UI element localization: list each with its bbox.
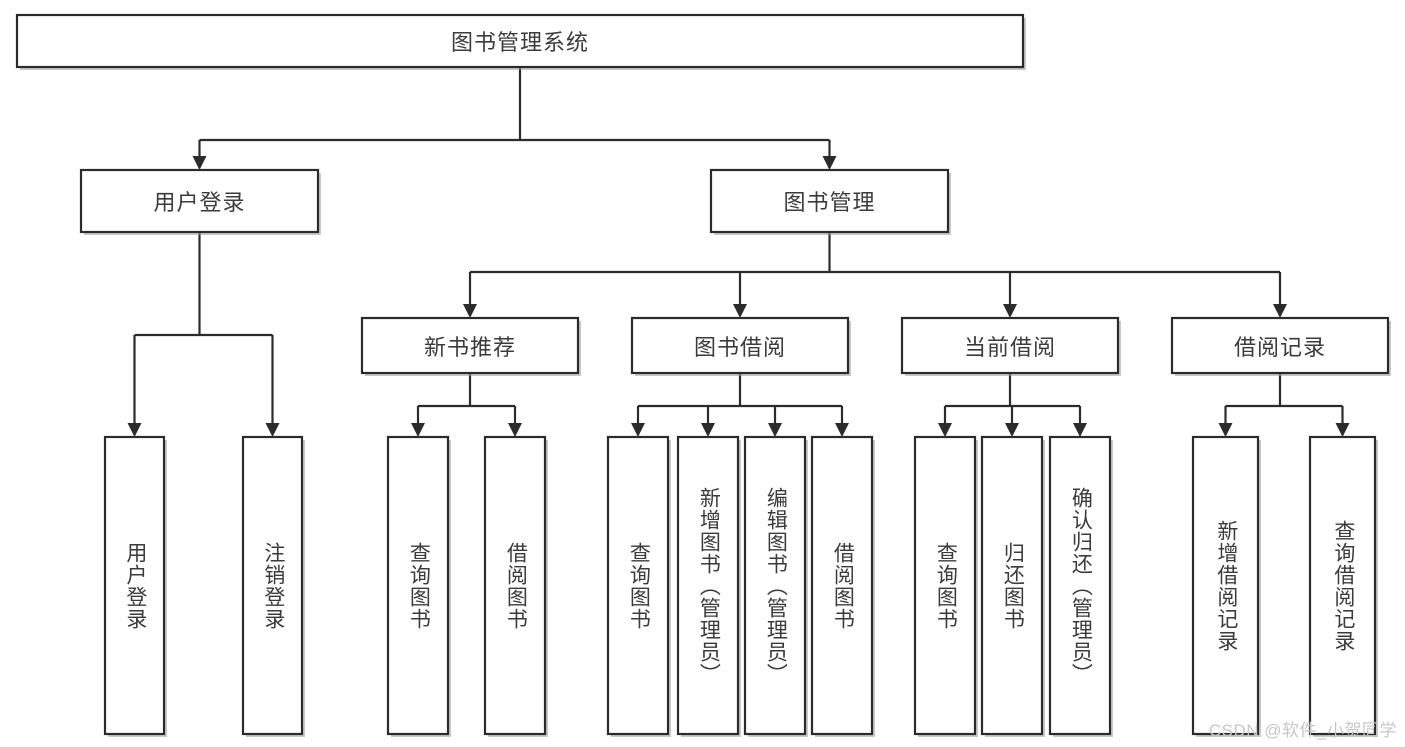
node-leaf-1[interactable] [241,435,304,736]
node-leaf-8[interactable] [913,435,977,736]
node-level2-1[interactable] [709,168,950,234]
node-root[interactable] [15,13,1025,69]
node-leaf-10[interactable] [1048,435,1112,736]
arrow-head-icon [768,423,782,437]
node-level3-0[interactable] [360,316,580,375]
arrow-head-icon [265,423,280,437]
node-leaf-3[interactable] [483,435,547,736]
node-leaf-0[interactable] [103,435,166,736]
node-leaf-7[interactable] [810,435,874,736]
node-leaf-5[interactable] [676,435,740,736]
arrow-head-icon [733,304,747,318]
arrow-head-icon [1005,423,1019,437]
arrow-head-icon [631,423,645,437]
node-leaf-2[interactable] [386,435,450,736]
node-leaf-9[interactable] [980,435,1044,736]
node-leaf-6[interactable] [743,435,807,736]
node-level2-0[interactable] [79,168,320,234]
arrow-head-icon [1335,423,1350,437]
node-level3-1[interactable] [630,316,850,375]
arrow-head-icon [192,156,207,170]
arrow-head-icon [701,423,715,437]
node-level3-3[interactable] [1170,316,1390,375]
node-leaf-12[interactable] [1308,435,1377,736]
node-leaf-11[interactable] [1191,435,1260,736]
arrow-head-icon [1273,304,1287,318]
arrow-head-icon [508,423,522,437]
arrow-head-icon [822,156,837,170]
arrow-head-icon [411,423,425,437]
connectors-layer [127,67,1350,437]
arrow-head-icon [1218,423,1233,437]
boxes-layer [15,13,1391,737]
arrow-head-icon [1003,304,1017,318]
arrow-head-icon [938,423,952,437]
arrow-head-icon [463,304,477,318]
node-level3-2[interactable] [900,316,1120,375]
arrow-head-icon [1073,423,1087,437]
node-leaf-4[interactable] [606,435,670,736]
arrow-head-icon [127,423,142,437]
arrow-head-icon [835,423,849,437]
